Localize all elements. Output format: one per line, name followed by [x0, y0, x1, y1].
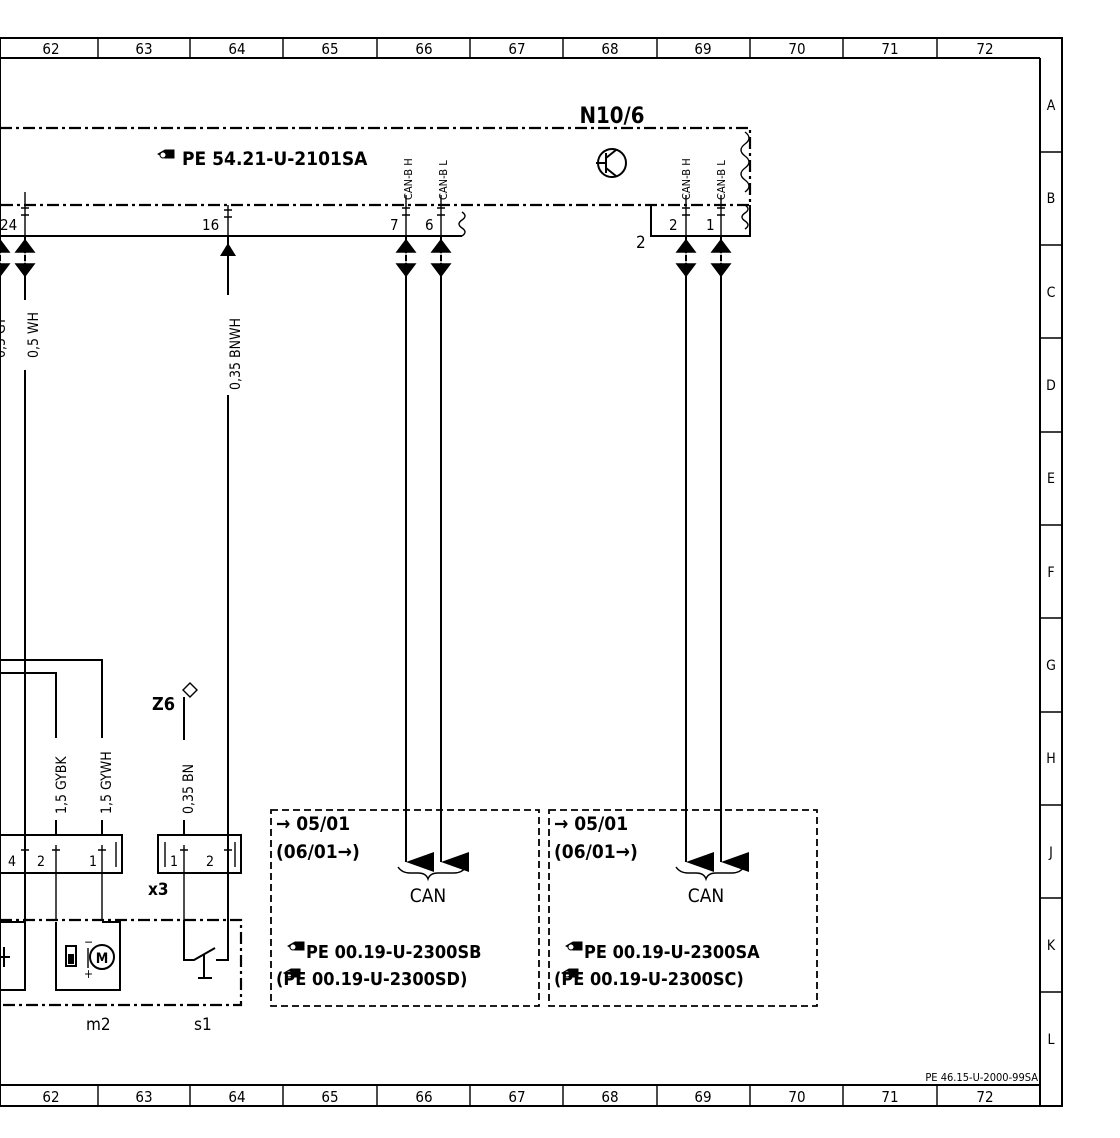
switch-icon	[183, 920, 229, 979]
can-wires-right	[676, 236, 749, 872]
col-label-top-69: 69	[694, 40, 711, 58]
transistor-icon	[596, 148, 627, 178]
wire-label-1-5-gybk: 1,5 GYBK	[54, 756, 70, 814]
drawing-frame	[0, 37, 1063, 1107]
col-label-top-66: 66	[415, 40, 432, 58]
can-b-l-label-right: CAN-B L	[715, 160, 728, 200]
ground-label: Z6	[152, 694, 175, 715]
col-label-bottom-66: 66	[415, 1088, 432, 1106]
pin-6: 6	[425, 216, 434, 234]
pin-1: 1	[706, 216, 715, 234]
can-box-2-hand-icon	[565, 941, 583, 951]
can-box-2-date-range: (06/01→)	[554, 841, 638, 863]
document-code: PE 46.15-U-2000-99SA	[925, 1071, 1038, 1084]
can-b-h-label-left: CAN-B H	[402, 158, 415, 200]
pin-24: 24	[0, 216, 17, 234]
col-label-bottom-67: 67	[508, 1088, 525, 1106]
column-grid: 62 63 64 65 66 67 68 69 70 71 72 62 63 6…	[42, 38, 994, 1106]
col-label-top-67: 67	[508, 40, 525, 58]
col-label-bottom-64: 64	[228, 1088, 245, 1106]
can-box-1: → 05/01 (06/01→) CAN PE 00.19-U-2300SB (…	[270, 809, 540, 1007]
row-label-l: L	[1047, 1032, 1054, 1048]
m-pin-1: 1	[89, 854, 97, 870]
wire-w2: 0,35 BNWH	[218, 236, 244, 920]
col-label-bottom-70: 70	[788, 1088, 805, 1106]
col-label-top-70: 70	[788, 40, 805, 58]
col-label-top-71: 71	[881, 40, 898, 58]
control-module-n10-6: N10/6 PE 54.21-U-2101SA CAN-B H CAN-B L …	[0, 104, 752, 207]
can-box-2-ref1: PE 00.19-U-2300SA	[584, 942, 760, 963]
col-label-top-62: 62	[42, 40, 59, 58]
row-label-f: F	[1047, 565, 1054, 581]
reference-hand-icon	[157, 149, 175, 159]
col-label-bottom-65: 65	[321, 1088, 338, 1106]
pin-outer-2: 2	[636, 233, 646, 253]
col-label-top-68: 68	[601, 40, 618, 58]
motor-icon: M − +	[65, 935, 115, 981]
module-reference: PE 54.21-U-2101SA	[182, 148, 368, 170]
motor-wiring: 1,5 GYBK 1,5 GYWH	[0, 659, 116, 835]
col-label-bottom-72: 72	[976, 1088, 993, 1106]
connector-x3: 1 2 x3	[148, 834, 242, 920]
row-label-j: J	[1048, 845, 1053, 861]
s1-label: s1	[194, 1015, 212, 1035]
can-box-2: → 05/01 (06/01→) CAN PE 00.19-U-2300SA (…	[548, 809, 818, 1007]
svg-text:+: +	[84, 967, 93, 981]
svg-text:−: −	[84, 935, 93, 949]
connector-strip: 24 16 7 6 2 1 2	[0, 204, 751, 253]
component-block: M − + m2 s1	[0, 918, 243, 1035]
wire-label-partial: 0,5 GY	[0, 317, 9, 358]
col-label-bottom-71: 71	[881, 1088, 898, 1106]
col-label-bottom-62: 62	[42, 1088, 59, 1106]
row-label-b: B	[1047, 191, 1056, 207]
col-label-bottom-68: 68	[601, 1088, 618, 1106]
can-box-1-date-range: (06/01→)	[276, 841, 360, 863]
col-label-top-63: 63	[135, 40, 152, 58]
m-pin-4: 4	[8, 854, 16, 870]
wire-label-0-35-bn: 0,35 BN	[181, 764, 197, 814]
ground-z6: Z6 0,35 BN	[152, 682, 198, 835]
can-box-2-bus: CAN	[688, 885, 724, 907]
row-grid: A B C D E F G H J K L	[1040, 98, 1062, 1048]
row-label-c: C	[1047, 285, 1056, 301]
wire-w1: 0,5 WH 0,5 GY	[0, 236, 42, 920]
row-label-h: H	[1046, 751, 1055, 767]
row-label-d: D	[1046, 378, 1056, 394]
svg-text:M: M	[96, 951, 109, 967]
m-pin-2: 2	[37, 854, 45, 870]
row-label-a: A	[1047, 98, 1056, 114]
can-box-1-bus: CAN	[410, 885, 446, 907]
can-box-1-date-from: → 05/01	[276, 813, 350, 835]
wire-label-0-35-bnwh: 0,35 BNWH	[228, 318, 244, 390]
connector-m: 4 2 1	[0, 834, 123, 920]
row-label-g: G	[1046, 658, 1056, 674]
module-name: N10/6	[579, 104, 644, 129]
can-box-1-ref1: PE 00.19-U-2300SB	[306, 942, 481, 963]
m2-label: m2	[86, 1015, 111, 1035]
pin-2: 2	[669, 216, 678, 234]
can-b-h-label-right: CAN-B H	[680, 158, 693, 200]
pin-7: 7	[390, 216, 399, 234]
wire-label-1-5-gywh: 1,5 GYWH	[99, 751, 115, 814]
pin-16: 16	[202, 216, 219, 234]
can-box-1-hand-icon	[287, 941, 305, 951]
pin-stubs	[21, 192, 725, 236]
wire-label-0-5-wh: 0,5 WH	[26, 312, 42, 358]
can-wires-left	[396, 236, 469, 872]
col-label-bottom-63: 63	[135, 1088, 152, 1106]
can-box-2-ref2: (PE 00.19-U-2300SC)	[554, 969, 744, 990]
row-label-k: K	[1047, 938, 1056, 954]
s-pin-1: 1	[170, 854, 178, 870]
x3-label: x3	[148, 880, 169, 900]
can-box-2-date-from: → 05/01	[554, 813, 628, 835]
col-label-top-72: 72	[976, 40, 993, 58]
col-label-top-64: 64	[228, 40, 245, 58]
row-label-e: E	[1047, 471, 1055, 487]
can-box-1-ref2: (PE 00.19-U-2300SD)	[276, 969, 467, 990]
col-label-bottom-69: 69	[694, 1088, 711, 1106]
can-b-l-label-left: CAN-B L	[437, 160, 450, 200]
col-label-top-65: 65	[321, 40, 338, 58]
s-pin-2: 2	[206, 854, 214, 870]
